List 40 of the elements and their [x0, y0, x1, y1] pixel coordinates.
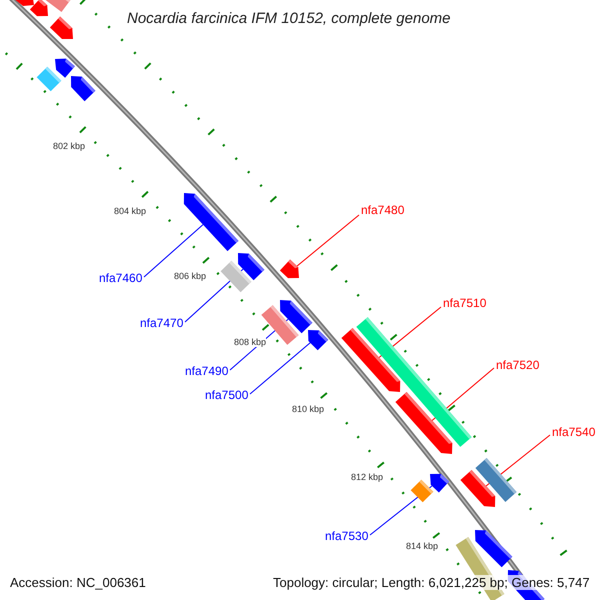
gene-label: nfa7510 — [443, 297, 486, 309]
gene-pentagon — [460, 470, 496, 507]
gene-pentagon — [55, 58, 75, 78]
gene-pentagon — [71, 76, 96, 102]
gene-pentagon — [430, 474, 450, 492]
scale-label: 804 kbp — [114, 206, 146, 216]
gene-label: nfa7490 — [185, 365, 228, 377]
gene-pentagon — [308, 330, 328, 350]
leader-line — [370, 486, 432, 536]
footer-text: Topology: circular; Length: 6,021,225 bp; Genes: 5,747 — [273, 574, 590, 590]
gene-label: nfa7520 — [496, 359, 540, 371]
leader-line — [144, 224, 204, 278]
scale-label: 806 kbp — [174, 272, 206, 280]
gene-pentagon — [475, 530, 512, 568]
scale-label: 808 kbp — [234, 338, 266, 346]
gene-pentagon — [15, 0, 34, 6]
scale-label: 802 kbp — [53, 142, 86, 150]
gene-pentagon — [184, 193, 238, 252]
gene-pentagon — [50, 16, 73, 39]
gene-label: nfa7470 — [140, 317, 184, 329]
gene-pentagon — [30, 0, 48, 16]
footer-text: Accession: NC_006361 — [10, 574, 146, 590]
gene-label: nfa7500 — [205, 389, 248, 401]
gene-pentagon — [280, 260, 299, 278]
gene-label: nfa7530 — [325, 530, 368, 542]
gene-label: nfa7460 — [99, 272, 142, 284]
scale-label: 810 kbp — [292, 404, 324, 414]
leader-line — [250, 342, 311, 394]
gene-pentagon — [395, 392, 452, 454]
gene-bar — [410, 480, 434, 502]
gene-pentagon — [341, 328, 400, 392]
gene-bar — [36, 66, 62, 92]
title: Nocardia farcinica IFM 10152, complete genome — [127, 10, 450, 26]
gene-label: nfa7540 — [552, 426, 596, 438]
gene-bar — [220, 260, 252, 292]
scale-label: 812 kbp — [351, 472, 384, 482]
gene-bar — [46, 0, 70, 12]
scale-label: 814 kbp — [406, 542, 438, 550]
leader-line — [296, 214, 360, 266]
gene-label: nfa7480 — [361, 204, 404, 216]
